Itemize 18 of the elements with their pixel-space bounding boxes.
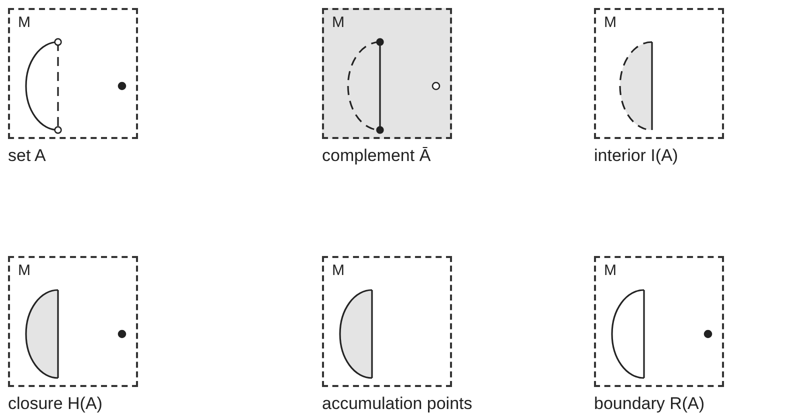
node-label: accumulation points [322,394,472,414]
set-label: M [332,262,344,279]
node-label: set A [8,146,46,166]
set-label: M [332,14,344,31]
node-label: interior I(A) [594,146,678,166]
node-label: boundary R(A) [594,394,705,414]
node-label: complement Ā [322,146,431,166]
set-label: M [18,14,30,31]
dashed-frame [8,8,138,139]
dashed-frame [322,256,452,387]
dashed-frame [594,256,724,387]
dashed-frame [8,256,138,387]
dashed-frame [322,8,452,139]
dashed-frame [594,8,724,139]
node-label: closure H(A) [8,394,102,414]
set-label: M [18,262,30,279]
set-label: M [604,14,616,31]
set-label: M [604,262,616,279]
